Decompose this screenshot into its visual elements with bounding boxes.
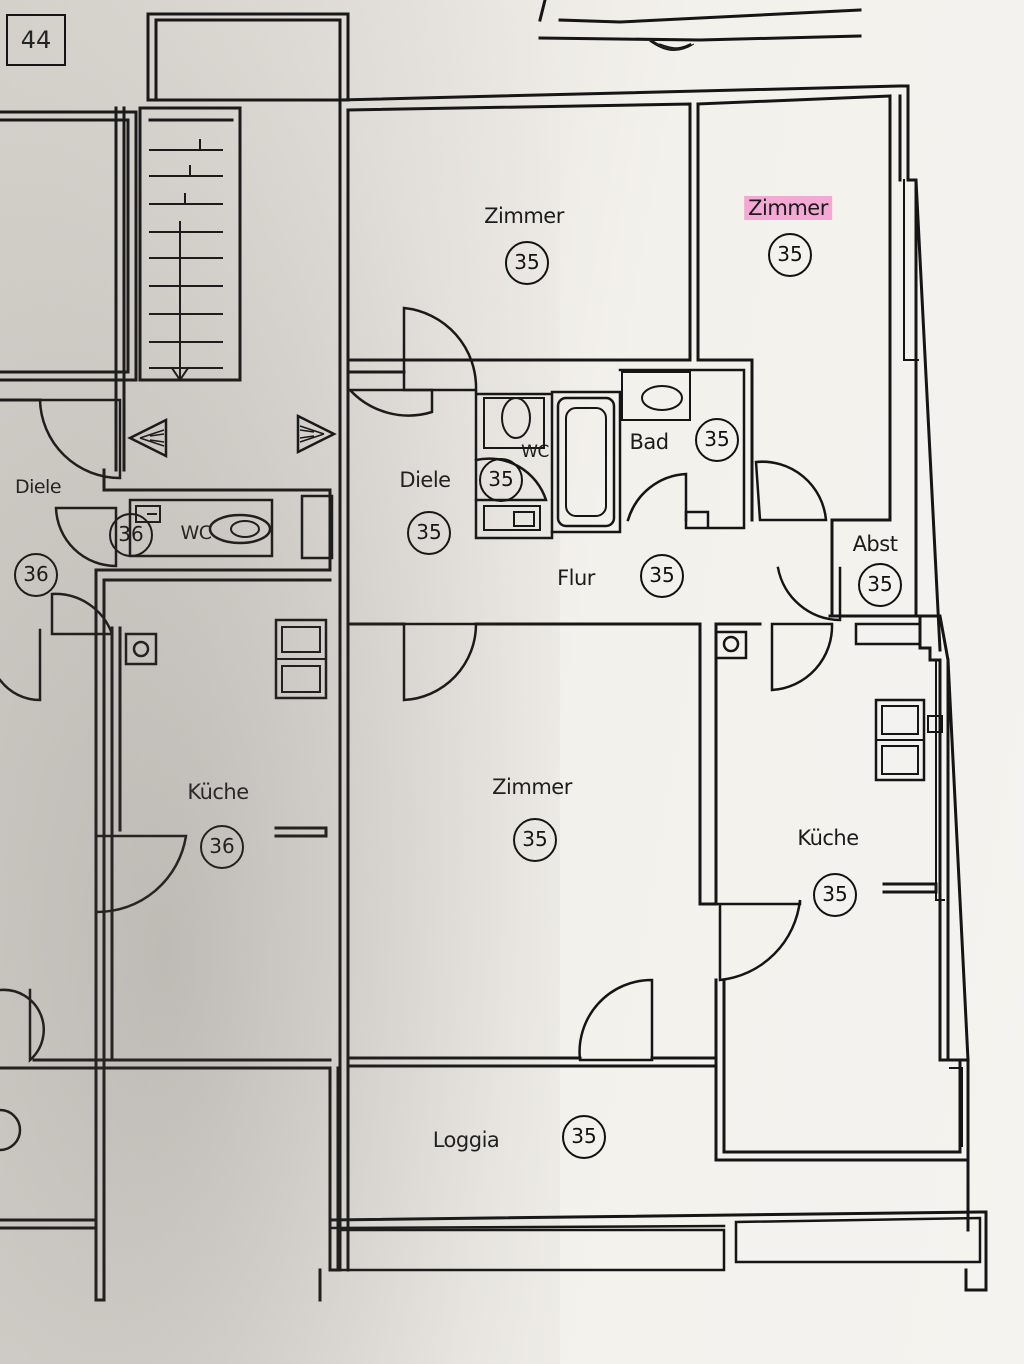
room-label-zimmer-top-center: Zimmer	[484, 204, 564, 228]
room-label-diele-35: Diele	[399, 468, 451, 492]
room-number-loggia: 35	[562, 1115, 606, 1159]
room-label-kueche-36: Küche	[187, 780, 249, 804]
room-label-kueche-35: Küche	[797, 826, 859, 850]
room-label-zimmer-bottom: Zimmer	[492, 775, 572, 799]
room-number-diele-35: 35	[407, 511, 451, 555]
highlight-mark: Zimmer	[744, 196, 832, 220]
room-number-kueche-36: 36	[200, 825, 244, 869]
room-number-diele-36: 36	[14, 553, 58, 597]
room-number-kueche-35: 35	[813, 873, 857, 917]
room-number-flur: 35	[640, 554, 684, 598]
room-label-bad: Bad	[629, 430, 669, 454]
room-label-wc-35: WC	[521, 442, 549, 462]
room-label-zimmer-top-right: Zimmer	[744, 196, 832, 220]
room-label-loggia: Loggia	[432, 1128, 500, 1152]
handwritten-scribble	[538, 0, 862, 51]
room-number-bad: 35	[695, 418, 739, 462]
room-label-diele-36: Diele	[14, 476, 62, 498]
room-number-zimmer-bottom: 35	[513, 818, 557, 862]
room-number-zimmer-top-center: 35	[505, 241, 549, 285]
room-label-wc-36: WC	[180, 522, 212, 544]
building-number-box: 44	[6, 14, 66, 66]
room-number-zimmer-top-right: 35	[768, 233, 812, 277]
room-number-wc-35: 35	[479, 458, 523, 502]
room-label-flur: Flur	[557, 566, 595, 590]
room-label-abst: Abst	[852, 532, 898, 556]
room-number-abst: 35	[858, 563, 902, 607]
room-number-wc-36: 36	[109, 513, 153, 557]
